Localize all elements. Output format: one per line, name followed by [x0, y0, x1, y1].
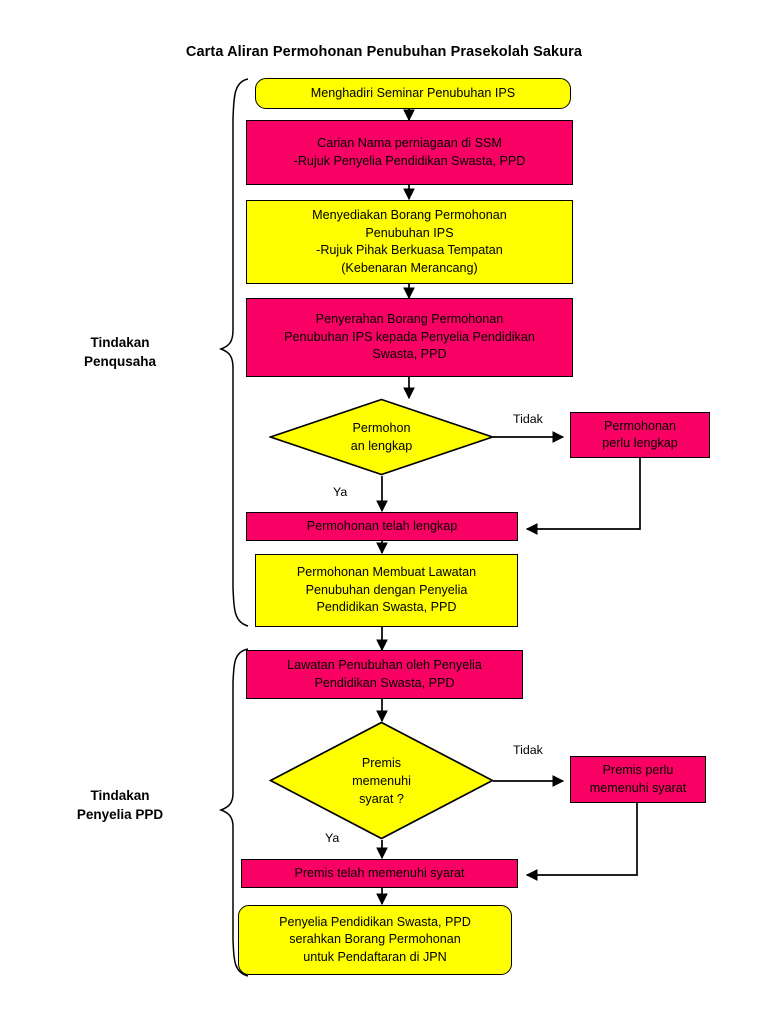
connector-n9-n10-loop [525, 803, 638, 881]
node-carian-nama-ssm[interactable]: Carian Nama perniagaan di SSM -Rujuk Pen… [246, 120, 573, 185]
node-premis-telah-memenuhi-syarat[interactable]: Premis telah memenuhi syarat [241, 859, 518, 888]
node-permohonan-membuat-lawatan[interactable]: Permohonan Membuat Lawatan Penubuhan den… [255, 554, 518, 627]
node-premis-perlu-memenuhi-syarat[interactable]: Premis perlu memenuhi syarat [570, 756, 706, 803]
swimlane-brace-pengusaha [218, 78, 249, 627]
node-serahkan-borang-jpn[interactable]: Penyelia Pendidikan Swasta, PPD serahkan… [238, 905, 512, 975]
node-menyediakan-borang[interactable]: Menyediakan Borang Permohonan Penubuhan … [246, 200, 573, 284]
swimlane-label-pengusaha: Tindakan Penqusaha [83, 335, 157, 369]
edge-label-ya-2: Ya [325, 831, 340, 845]
node-penyerahan-borang[interactable]: Penyerahan Borang Permohonan Penubuhan I… [246, 298, 573, 377]
edge-label-ya-1: Ya [333, 485, 348, 499]
edge-label-tidak-1: Tidak [513, 412, 543, 426]
node-menghadiri-seminar[interactable]: Menghadiri Seminar Penubuhan IPS [255, 78, 571, 109]
node-permohonan-telah-lengkap[interactable]: Permohonan telah lengkap [246, 512, 518, 541]
swimlane-label-penyelia-ppd: Tindakan Penyelia PPD [76, 788, 164, 822]
connector-n5-n6-loop [525, 458, 641, 535]
swimlane-brace-penyelia-ppd [218, 648, 249, 977]
page-title: Carta Aliran Permohonan Penubuhan Prasek… [185, 44, 583, 60]
decision-permohonan-lengkap[interactable]: Permohon an lengkap [269, 398, 494, 476]
node-lawatan-penubuhan[interactable]: Lawatan Penubuhan oleh Penyelia Pendidik… [246, 650, 523, 699]
edge-label-tidak-2: Tidak [513, 743, 543, 757]
decision-premis-memenuhi-syarat[interactable]: Premis memenuhi syarat ? [269, 721, 494, 840]
node-permohonan-perlu-lengkap[interactable]: Permohonan perlu lengkap [570, 412, 710, 458]
